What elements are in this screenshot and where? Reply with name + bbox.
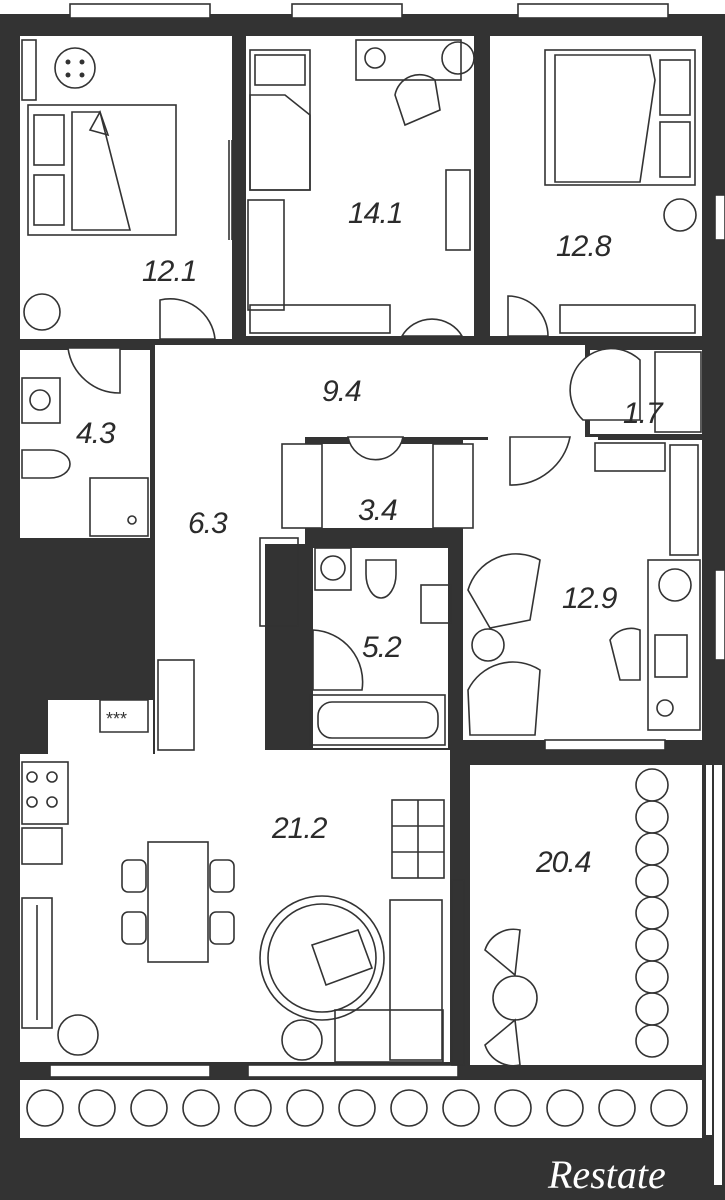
shrub: [546, 1089, 584, 1127]
floor-corridor-lower: [155, 437, 305, 544]
shrub: [442, 1089, 480, 1127]
floor-terrace: [470, 765, 702, 1065]
area-terrace: 20.4: [535, 846, 591, 879]
bed-right: [544, 49, 696, 334]
terrace-furniture: [484, 928, 538, 1067]
shrub: [650, 1089, 688, 1127]
windows: [49, 3, 725, 1078]
shrub: [635, 1024, 669, 1058]
shrub: [78, 1089, 116, 1127]
area-closet-middle: 3.4: [358, 494, 397, 527]
floor-corridor: [155, 345, 265, 755]
shrub: [182, 1089, 220, 1127]
floor-right-strip-2: [714, 765, 722, 1185]
floor-bedroom-right: [490, 36, 702, 336]
bathroom-fixtures: [309, 547, 452, 746]
study-furniture: [467, 442, 701, 736]
area-living-kitchen: 21.2: [271, 812, 328, 845]
shrub: [598, 1089, 636, 1127]
area-study: 12.9: [562, 582, 618, 615]
bed-left: [21, 39, 233, 240]
shrub: [130, 1089, 168, 1127]
bathroom-small-fixtures: [21, 377, 149, 537]
area-hall: 9.4: [322, 375, 361, 408]
shrub: [286, 1089, 324, 1127]
doors: [67, 295, 641, 691]
area-closet-right: 1.7: [623, 397, 664, 430]
shrub: [494, 1089, 532, 1127]
area-bathroom-small: 4.3: [76, 417, 116, 450]
bed-middle: [247, 39, 471, 334]
living-furniture: [21, 761, 465, 1066]
svg-text:***: ***: [106, 709, 127, 729]
floor-living-upper: [210, 750, 450, 760]
plants: [23, 41, 697, 1061]
area-bathroom: 5.2: [362, 631, 402, 664]
floor-study: [463, 440, 702, 740]
area-bedroom-middle: 14.1: [348, 197, 402, 230]
area-bedroom-right: 12.8: [556, 230, 612, 263]
shrub: [390, 1089, 428, 1127]
brand-watermark: Restate: [547, 1152, 666, 1197]
closets: ***: [99, 351, 702, 751]
room-floors: [20, 36, 722, 1185]
shrub: [26, 1089, 64, 1127]
area-bedroom-left: 12.1: [142, 255, 196, 288]
floor-right-strip: [706, 765, 712, 1135]
shrub: [234, 1089, 272, 1127]
floor-bedroom-left: [20, 36, 232, 339]
area-labels: 12.1 14.1 12.8 4.3 9.4 1.7 6.3 3.4 12.9 …: [76, 197, 665, 879]
area-corridor: 6.3: [188, 507, 228, 540]
shrub: [338, 1089, 376, 1127]
floor-bedroom-middle: [246, 36, 474, 336]
planter-shrubs: [26, 768, 688, 1127]
floor-bathroom-small: [20, 350, 150, 538]
